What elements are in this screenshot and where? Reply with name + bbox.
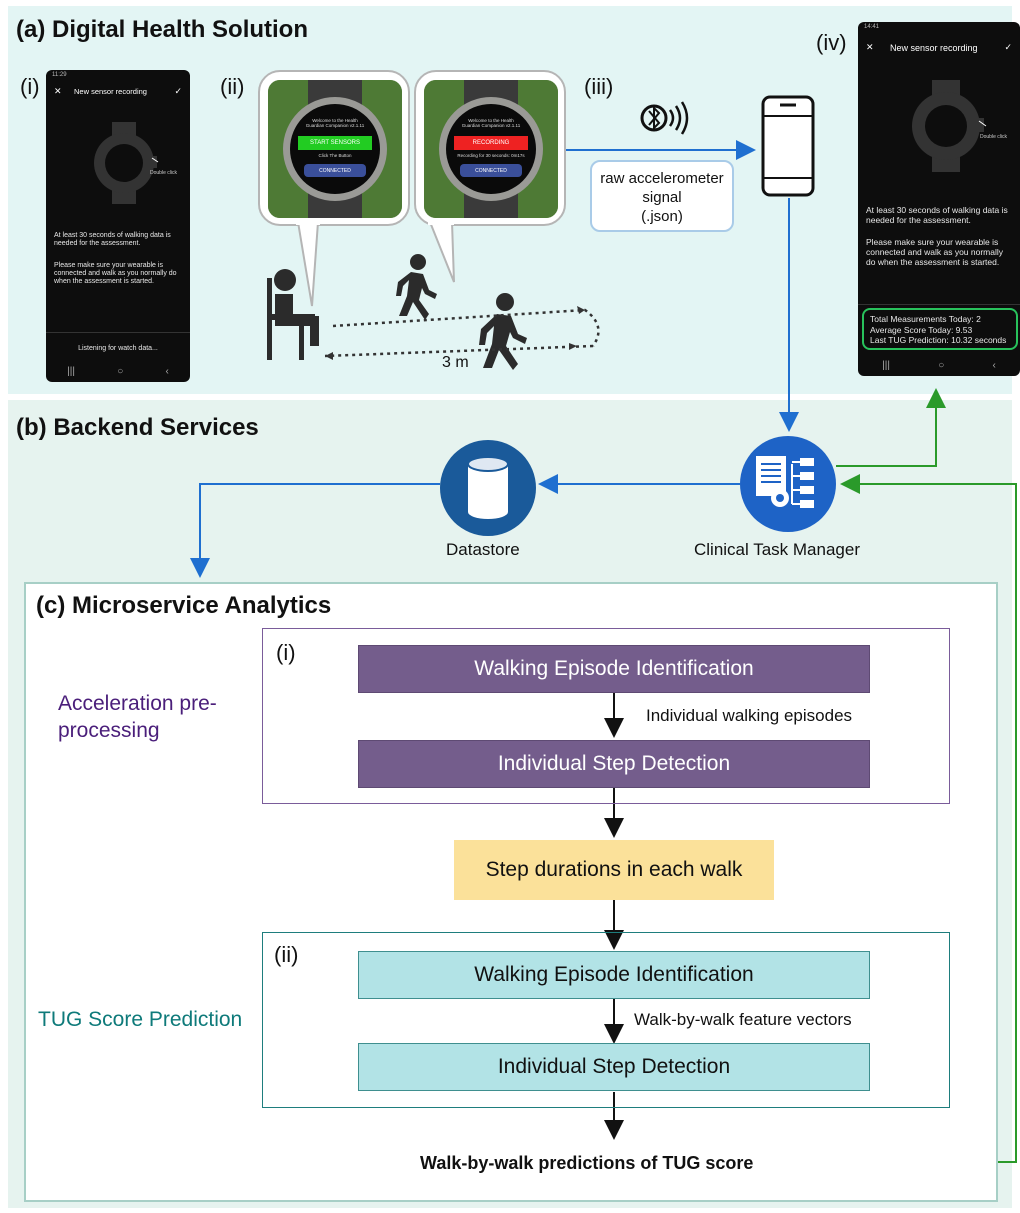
title-backend: (b) Backend Services [16,414,259,441]
start-sensors-button[interactable]: START SENSORS [298,136,372,150]
watch-hint-text: Click The Button [318,153,352,158]
phone-screenshot-left: 11:29 ✕ New sensor recording ✓ Double cl… [46,70,190,382]
stat-average-score: Average Score Today: 9.53 [870,324,973,335]
phone-header-title: New sensor recording [890,43,978,53]
listening-status: Listening for watch data... [78,345,158,352]
sitting-person-icon [267,269,319,360]
watch-recording-timer: Recording for 30 seconds: 0m17s [457,153,525,158]
smartphone-icon [761,95,815,197]
raw-signal-line2: signal [642,188,682,206]
bluetooth-icon [640,101,689,135]
phone-instruction-1: At least 30 seconds of walking data is n… [866,205,1008,225]
raw-signal-box: raw accelerometer signal (.json) [590,160,734,232]
step-durations-box: Step durations in each walk [454,840,774,900]
check-icon: ✓ [1004,42,1012,52]
title-microservice: (c) Microservice Analytics [36,592,332,619]
phone-header-title: New sensor recording [74,87,147,96]
phone-instruction-2: Please make sure your wearable is connec… [866,237,1004,267]
close-icon: ✕ [866,42,874,52]
stats-summary-box: Total Measurements Today: 2 Average Scor… [862,308,1018,350]
walking-person-icon [396,254,437,320]
marker-c-i: (i) [276,640,296,665]
walking-episode-identification-box-2: Walking Episode Identification [358,951,870,999]
walking-person-icon [479,293,527,370]
marker-iv: (iv) [816,30,847,55]
double-click-hint: Double click [980,134,1007,140]
marker-iii: (iii) [584,74,614,99]
watch-connected-badge: CONNECTED [304,164,366,177]
android-nav-bar: |||○‹ [67,365,169,377]
stat-last-prediction: Last TUG Prediction: 10.32 seconds [870,335,1007,346]
preprocessing-label: Acceleration pre-processing [58,692,217,743]
watch-photo-start: Welcome to the Health Guardian Companion… [268,80,402,218]
individual-step-detection-box-2: Individual Step Detection [358,1043,870,1091]
recording-button[interactable]: RECORDING [454,136,528,150]
task-manager-icon [740,436,836,532]
phone-screenshot-right: 14:41 ✕ New sensor recording ✓ Double cl… [858,22,1020,376]
distance-label: 3 m [442,354,469,371]
walking-episode-identification-box-1: Walking Episode Identification [358,645,870,693]
datastore-label: Datastore [446,540,520,559]
marker-i: (i) [20,74,40,99]
datastore-icon [440,440,536,536]
watch-connected-badge: CONNECTED [460,164,522,177]
status-bar: 11:29 [52,72,67,78]
stat-total-measurements: Total Measurements Today: 2 [870,314,981,324]
status-bar: 14:41 [864,24,880,30]
watch-welcome-text: Welcome to the Health Guardian Companion… [461,118,521,128]
individual-step-detection-box-1: Individual Step Detection [358,740,870,788]
marker-c-ii: (ii) [274,942,299,967]
task-manager-label: Clinical Task Manager [694,540,860,559]
tug-prediction-label: TUG Score Prediction [38,1008,243,1031]
title-digital-health: (a) Digital Health Solution [16,16,308,43]
raw-signal-line3: (.json) [641,207,683,225]
marker-ii: (ii) [220,74,245,99]
watch-welcome-text: Welcome to the Health Guardian Companion… [305,118,365,128]
tug-output-label: Walk-by-walk predictions of TUG score [420,1153,754,1173]
preprocessing-group [262,628,950,804]
watch-outline-icon [912,80,987,172]
watch-outline-icon [94,122,159,204]
phone-instruction-2: Please make sure your wearable is connec… [54,262,177,286]
android-nav-bar: |||○‹ [882,359,996,371]
watch-photo-recording: Welcome to the Health Guardian Companion… [424,80,558,218]
close-icon: ✕ [54,86,62,96]
phone-instruction-1: At least 30 seconds of walking data is n… [54,232,171,248]
tug-prediction-group [262,932,950,1108]
walk-feature-vectors-label: Walk-by-walk feature vectors [634,1010,852,1029]
check-icon: ✓ [174,86,182,96]
raw-signal-line1: raw accelerometer [600,170,724,187]
bubble-tails [296,222,455,307]
individual-walking-episodes-label: Individual walking episodes [646,706,853,725]
double-click-hint: Double click [150,170,177,176]
tug-test-illustration [267,254,600,370]
